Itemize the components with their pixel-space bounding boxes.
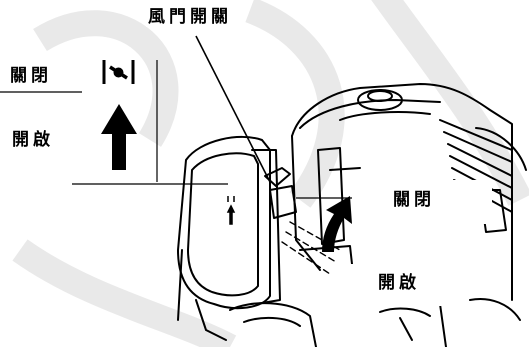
up-arrow-icon (101, 104, 137, 170)
curved-up-arrow-icon (322, 196, 352, 252)
closed-label-right: 關閉 (393, 190, 435, 210)
choke-lever-label: 風門開關 (146, 7, 234, 27)
open-label-left: 開啟 (12, 130, 54, 150)
choke-closed-symbol-icon (102, 60, 135, 84)
choke-lever-pointer (195, 35, 271, 183)
cover-choke-mark-icon (226, 196, 236, 225)
open-label-right: 開啟 (378, 273, 420, 293)
right-label-panel (352, 180, 492, 224)
engine-body (177, 83, 527, 347)
right-open-label-panel (346, 264, 454, 306)
closed-label-left: 關閉 (10, 66, 52, 86)
